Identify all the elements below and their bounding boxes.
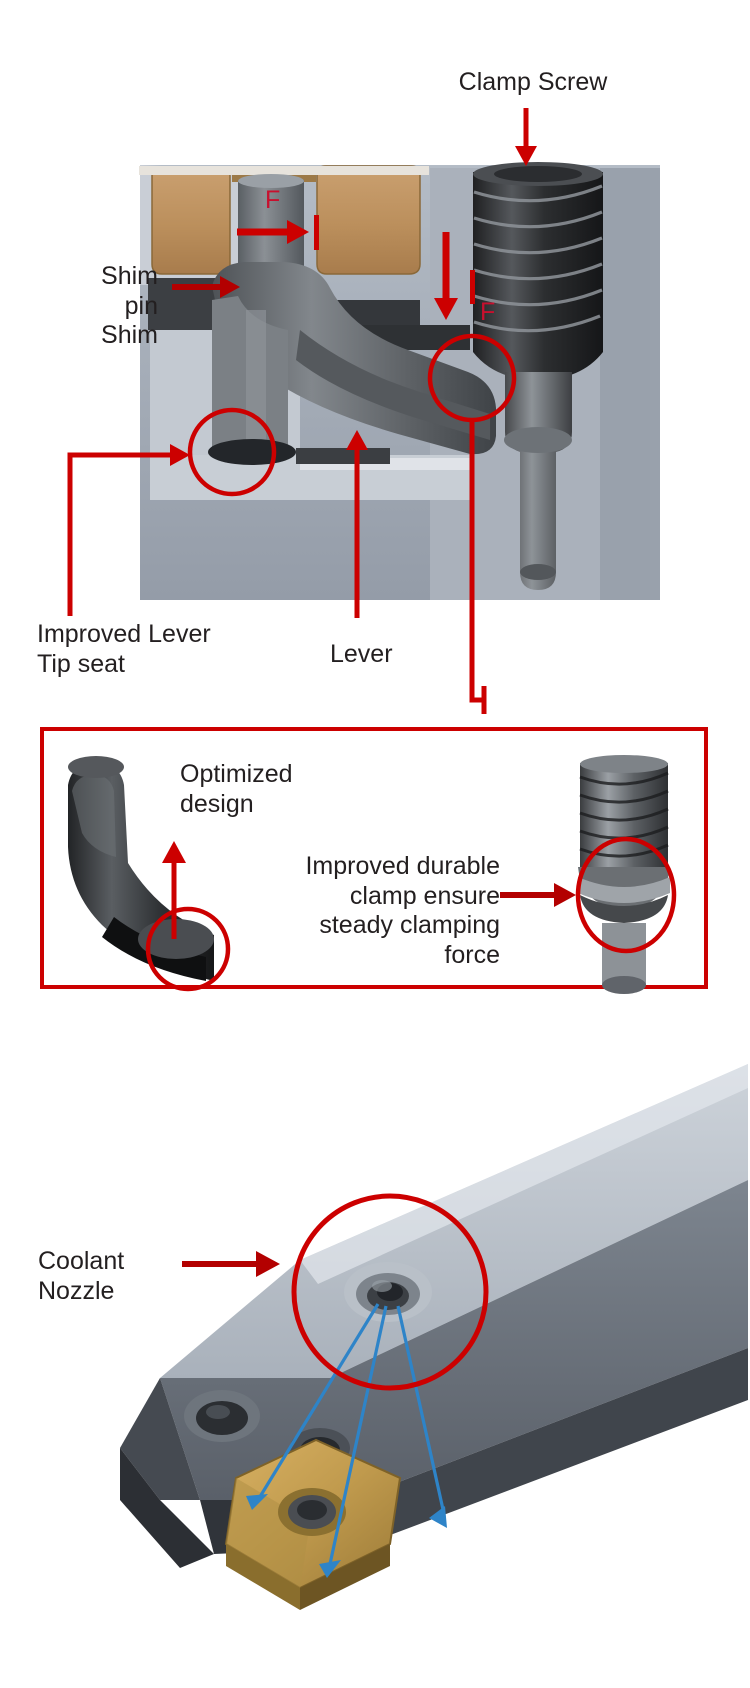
insert-right	[316, 165, 421, 275]
callout-detail-panel-pointer	[469, 420, 487, 714]
callout-optimized-design	[162, 841, 186, 939]
cutting-insert	[224, 1438, 402, 1610]
coolant-jet-arrows	[256, 1303, 446, 1565]
callout-improved-durable-clamp	[500, 883, 576, 907]
clamp-screw	[473, 162, 603, 590]
label-improved-durable-clamp: Improved durable clamp ensure steady cla…	[305, 852, 500, 969]
callout-clamp-screw	[515, 108, 537, 166]
highlight-circle-optimized-design	[145, 906, 231, 992]
lever-part-3d	[68, 756, 214, 981]
top-cross-section-drawing	[67, 108, 660, 714]
detail-panel-drawing	[68, 755, 677, 994]
insert-left	[151, 167, 231, 275]
force-arrow-horizontal	[237, 215, 319, 250]
callout-coolant-nozzle	[182, 1251, 280, 1277]
lever-body	[208, 262, 496, 465]
label-clamp-screw: Clamp Screw	[458, 68, 608, 96]
coolant-jet-arrowheads	[246, 1494, 447, 1578]
callout-improved-lever-tip-seat	[67, 444, 190, 616]
lever-tip-seat	[208, 439, 296, 465]
label-lever: Lever	[330, 640, 393, 668]
label-shim-pin-shim: Shim pin Shim	[101, 262, 158, 349]
force-label-vertical: F	[480, 298, 496, 326]
callout-lever	[346, 430, 368, 618]
clamp-screw-part-3d	[578, 755, 670, 994]
highlight-circle-coolant-nozzle	[291, 1193, 489, 1391]
section-top-edge	[139, 166, 429, 175]
coolant-nozzle-hole	[344, 1262, 432, 1322]
label-optimized-design: Optimized design	[180, 760, 293, 818]
clamp-screw-hole	[184, 1390, 260, 1442]
bottom-boring-bar-drawing	[120, 1064, 748, 1610]
force-label-horizontal: F	[265, 186, 281, 214]
label-improved-lever-tip-seat: Improved Lever Tip seat	[37, 620, 211, 678]
force-arrow-vertical	[434, 232, 475, 320]
label-coolant-nozzle: Coolant Nozzle	[38, 1247, 125, 1305]
callout-shim	[172, 276, 240, 298]
boring-bar-body	[120, 1064, 748, 1568]
highlight-circle-durable-clamp	[575, 836, 677, 954]
highlight-circle-lever-tip-seat	[187, 407, 277, 497]
